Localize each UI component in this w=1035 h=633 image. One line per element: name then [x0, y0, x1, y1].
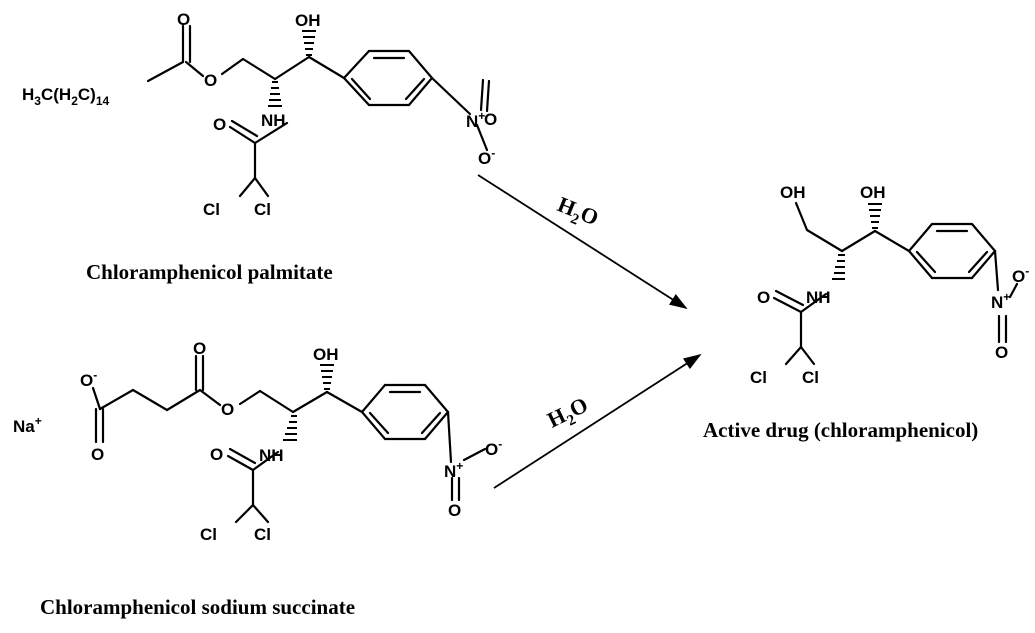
succinate-ester-carbonyl-o: O [193, 339, 206, 358]
palmitate-ester-o: O [204, 71, 217, 90]
succinate-amide-o: O [210, 445, 223, 464]
palmitate-oh: OH [295, 11, 321, 30]
product-cl-right: Cl [802, 368, 819, 387]
product-stereo-hash-bonds [832, 203, 882, 280]
reaction-arrow-succinate: H2O [493, 354, 702, 489]
palmitate-nitro-n: N+ [466, 109, 485, 131]
succinate-carboxylate-o-minus: O- [80, 368, 97, 390]
succinate-nitro-o-minus: O- [485, 437, 502, 459]
succinate-ester-o: O [221, 400, 234, 419]
reaction-arrow-palmitate-line [477, 174, 688, 309]
succinate-sodium-ion: Na+ [13, 414, 42, 436]
product-nitro-o-minus: O- [1012, 264, 1029, 286]
palmitate-nh: NH [261, 111, 286, 130]
reagent-water-2: H2O [543, 392, 594, 437]
succinate-nitro-o-double: O [448, 501, 461, 520]
palmitate-chain-label: H3C(H2C)14 [22, 85, 110, 108]
succinate-bonds [91, 354, 487, 524]
reagent-water-1: H2O [552, 191, 602, 234]
palmitate-cl-left: Cl [203, 200, 220, 219]
product-nitro-o-double: O [995, 343, 1008, 362]
product-bonds [772, 201, 1019, 366]
product-oh-primary: OH [780, 183, 806, 202]
product-cl-left: Cl [750, 368, 767, 387]
palmitate-amide-o: O [213, 115, 226, 134]
succinate-nitro-n: N+ [444, 459, 463, 481]
palmitate-bonds [146, 24, 491, 198]
palmitate-carbonyl-o: O [177, 10, 190, 29]
succinate-stereo-hash-bonds [283, 364, 334, 441]
product-oh-secondary: OH [860, 183, 886, 202]
palmitate-nitro-o-minus: O- [478, 146, 495, 168]
palmitate-nitro-o-double: O [484, 110, 497, 129]
product-nh: NH [806, 288, 831, 307]
product-amide-o: O [757, 288, 770, 307]
succinate-cl-right: Cl [254, 525, 271, 544]
palmitate-caption: Chloramphenicol palmitate [86, 260, 333, 284]
reaction-arrow-succinate-line [493, 354, 702, 489]
product-nitro-n: N+ [991, 290, 1010, 312]
reaction-arrow-palmitate: H2O [477, 174, 688, 309]
succinate-nh: NH [259, 446, 284, 465]
product-caption: Active drug (chloramphenicol) [703, 418, 978, 442]
molecule-chloramphenicol: OH OH NH O Cl Cl N+ O- O Active drug (ch… [703, 183, 1029, 442]
succinate-carboxylate-o: O [91, 445, 104, 464]
palmitate-cl-right: Cl [254, 200, 271, 219]
molecule-chloramphenicol-sodium-succinate: Na+ O- O O O OH NH O Cl Cl N+ O- O Chlor… [13, 339, 502, 619]
palmitate-stereo-hash-bonds [268, 30, 316, 107]
succinate-caption: Chloramphenicol sodium succinate [40, 595, 355, 619]
succinate-cl-left: Cl [200, 525, 217, 544]
succinate-oh: OH [313, 345, 339, 364]
molecule-chloramphenicol-palmitate: H3C(H2C)14 O O OH NH O Cl Cl N+ O O- Chl… [22, 10, 497, 284]
